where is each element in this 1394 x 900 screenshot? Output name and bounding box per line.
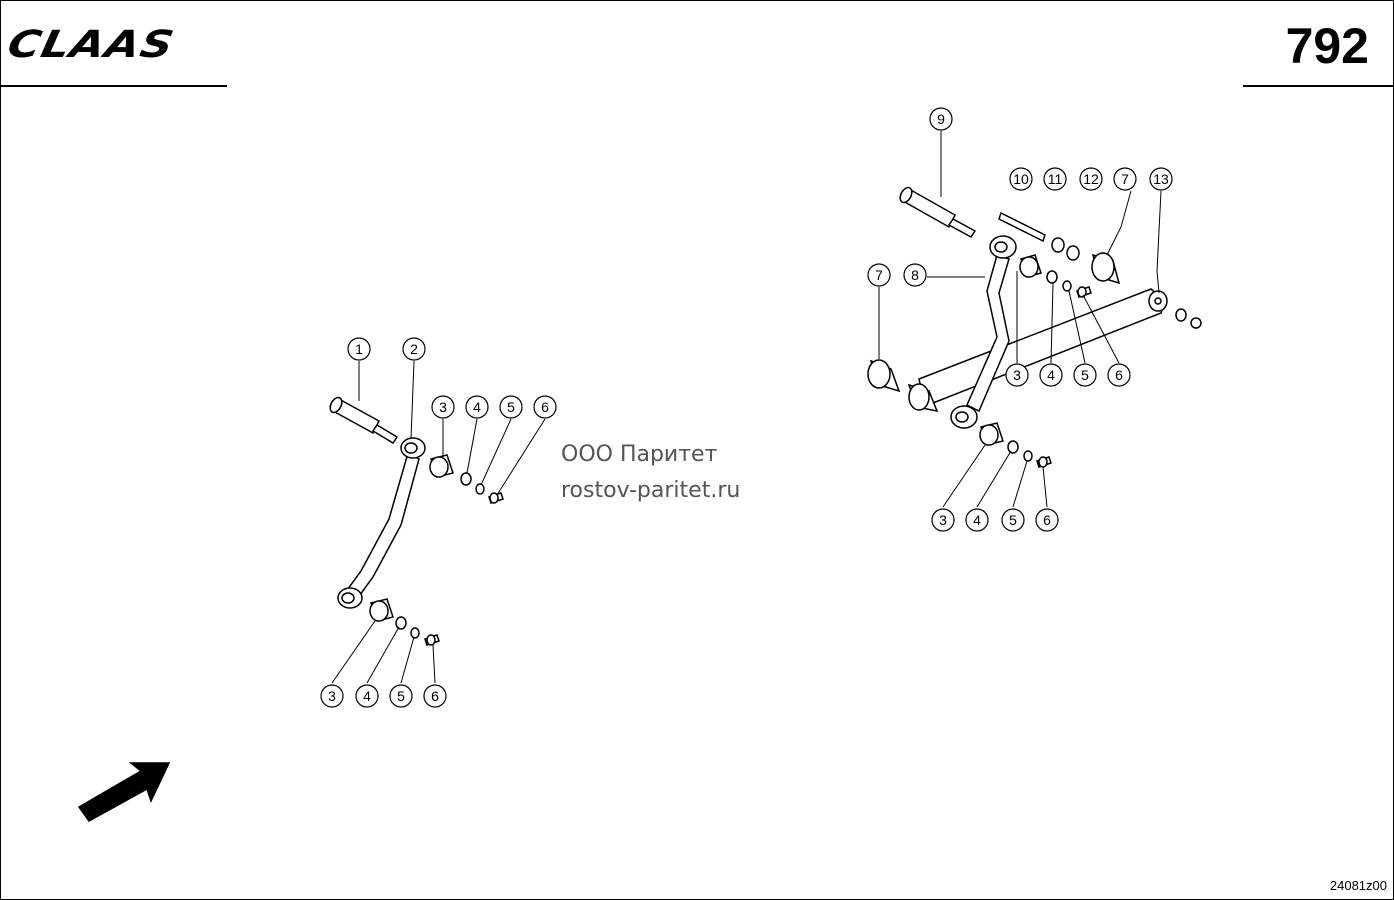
callout-5: 5 [389,684,413,708]
svg-text:7: 7 [875,267,883,283]
svg-text:3: 3 [939,512,947,528]
watermark: ООО Паритет rostov-paritet.ru [561,437,740,509]
callout-12: 12 [1079,167,1103,191]
svg-text:3: 3 [1013,367,1021,383]
page-number: 792 [1285,18,1369,74]
svg-text:6: 6 [431,688,439,704]
callout-5: 5 [499,395,523,419]
callout-3: 3 [931,508,955,532]
bushing-left-end [867,359,939,413]
callout-7: 7 [1113,167,1137,191]
callout-8: 8 [903,263,927,287]
svg-text:4: 4 [1047,367,1055,383]
callout-10: 10 [1009,167,1033,191]
svg-text:5: 5 [1081,367,1089,383]
callout-1: 1 [347,337,371,361]
svg-text:3: 3 [328,688,336,704]
callout-4: 4 [965,508,989,532]
callout-6: 6 [423,684,447,708]
svg-text:7: 7 [1121,171,1129,187]
callout-3: 3 [320,684,344,708]
bolt-and-washers-top [998,211,1080,261]
svg-text:5: 5 [507,399,515,415]
right-lever-assembly [867,186,1202,468]
svg-text:13: 13 [1153,171,1169,187]
lever-knob-right [899,186,977,238]
callout-4: 4 [465,395,489,419]
svg-text:5: 5 [397,688,405,704]
callout-6: 6 [1107,363,1131,387]
svg-text:11: 11 [1048,171,1063,187]
svg-text:4: 4 [473,399,481,415]
svg-text:3: 3 [439,399,447,415]
direction-arrow-icon [77,762,171,822]
svg-text:1: 1 [355,341,363,357]
svg-text:12: 12 [1083,171,1099,187]
lower-fasteners-left [369,598,440,646]
callout-5: 5 [1001,508,1025,532]
upper-fasteners-left [429,454,504,504]
watermark-company: ООО Паритет [561,442,718,467]
svg-text:4: 4 [973,512,981,528]
svg-text:10: 10 [1013,171,1029,187]
callout-3: 3 [431,395,455,419]
svg-text:4: 4 [363,688,371,704]
callout-2: 2 [402,337,426,361]
header-rule-right [1243,85,1393,87]
upper-fasteners-right [1019,254,1092,298]
left-lever-assembly [329,396,504,646]
callout-9: 9 [929,107,953,131]
svg-text:6: 6 [1115,367,1123,383]
callout-3: 3 [1005,363,1029,387]
callout-4: 4 [355,684,379,708]
watermark-url: rostov-paritet.ru [561,478,741,503]
svg-text:8: 8 [911,267,919,283]
header-rule-left [1,85,227,87]
callout-4: 4 [1039,363,1063,387]
callout-7: 7 [867,263,891,287]
lever-arm-left [337,437,426,609]
callout-11: 11 [1043,167,1067,191]
lower-fasteners-right [979,422,1052,468]
callout-5: 5 [1073,363,1097,387]
callouts: 1 2 3 4 5 6 3 4 5 6 9 10 11 12 7 13 7 8 … [320,107,1173,708]
lever-knob-left [329,396,399,445]
leader-lines [331,131,1162,684]
svg-text:9: 9 [937,111,945,127]
callout-6: 6 [533,395,557,419]
svg-text:5: 5 [1009,512,1017,528]
svg-text:6: 6 [541,399,549,415]
callout-13: 13 [1149,167,1173,191]
lever-arm-right [950,235,1017,429]
svg-text:2: 2 [410,341,418,357]
bushing-right-end [1091,252,1121,285]
callout-6: 6 [1035,508,1059,532]
crossbar [918,288,1202,404]
drawing-code: 24081z00 [1329,878,1387,893]
svg-text:6: 6 [1043,512,1051,528]
